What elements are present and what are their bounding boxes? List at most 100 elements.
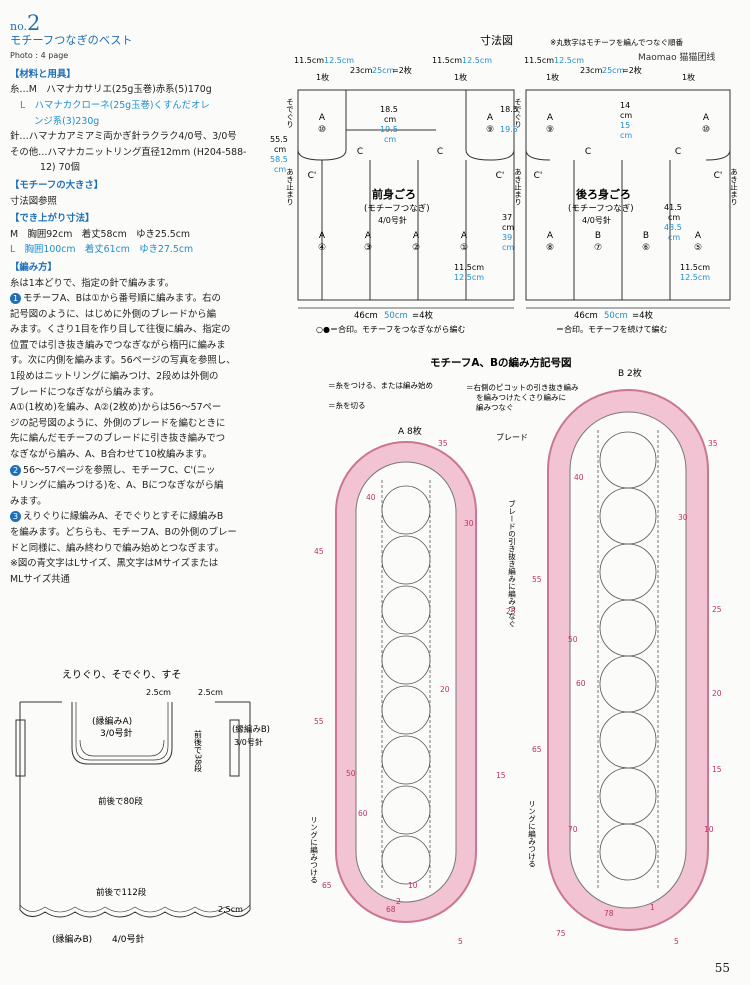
svg-text:(縁編みB): (縁編みB) [52, 933, 92, 945]
svg-text:14: 14 [620, 101, 630, 110]
svg-text:4/0号針: 4/0号針 [112, 933, 145, 945]
svg-text:C: C [585, 147, 591, 157]
svg-text:60: 60 [576, 679, 586, 688]
svg-text:50cm: 50cm [384, 311, 408, 321]
svg-text:70: 70 [568, 825, 578, 834]
svg-text:1枚: 1枚 [454, 72, 467, 82]
size-chart-title: 寸法図 [480, 33, 513, 47]
svg-text:A: A [365, 231, 372, 241]
instructions-column: no.2 モチーフつなぎのベスト Photo : 4 page 【材料と用具】 … [10, 13, 272, 587]
svg-text:(縁編みA): (縁編みA) [92, 715, 132, 727]
svg-text:⑨: ⑨ [486, 125, 494, 135]
svg-text:B: B [595, 231, 601, 241]
svg-text:50cm: 50cm [604, 311, 628, 321]
svg-text:cm: cm [620, 111, 632, 120]
svg-text:A: A [547, 231, 554, 241]
svg-text:＝合印。モチーフを続けて編む: ＝合印。モチーフを続けて編む [556, 324, 668, 334]
other-1: その他…ハマナカニットリング直径12mm (H204-588- [10, 146, 247, 158]
svg-text:あき止まり: あき止まり [285, 168, 294, 206]
svg-text:②: ② [412, 243, 420, 253]
svg-text:リングに編みつける: リングに編みつける [527, 800, 536, 868]
svg-text:前後で112段: 前後で112段 [96, 887, 147, 898]
svg-text:C: C [675, 147, 681, 157]
svg-text:46cm: 46cm [574, 311, 598, 321]
svg-text:15: 15 [712, 765, 722, 774]
svg-text:あき止まり: あき止まり [729, 168, 738, 206]
svg-text:60: 60 [358, 809, 368, 818]
svg-text:11.5cm: 11.5cm [680, 263, 710, 272]
svg-text:40: 40 [366, 493, 376, 502]
svg-text:68: 68 [386, 905, 396, 914]
svg-text:cm: cm [384, 115, 396, 124]
svg-text:12.5cm: 12.5cm [462, 56, 492, 65]
svg-text:3/0号針: 3/0号針 [234, 737, 263, 747]
symbol-chart: モチーフA、Bの編み方記号図 B 2枚 ＝糸をつける、または編み始め ＝糸を切る… [309, 356, 722, 946]
svg-text:A: A [461, 231, 468, 241]
svg-text:cm: cm [274, 165, 286, 174]
svg-text:=2枚: =2枚 [392, 65, 412, 75]
svg-text:C': C' [308, 171, 317, 181]
svg-text:⑩: ⑩ [702, 125, 710, 135]
needle: 針…ハマナカアミアミ両かぎ針ラクラク4/0号、3/0号 [10, 131, 237, 143]
edging-title: えりぐり、そでぐり、すそ [62, 669, 181, 681]
svg-text:43.5: 43.5 [664, 223, 682, 232]
svg-text:55.5: 55.5 [270, 135, 288, 144]
yarn-l-1: L ハマナカクローネ(25g玉巻)くすんだオレ [20, 99, 210, 111]
back-label: 後ろ身ごろ [576, 187, 631, 201]
svg-text:25cm: 25cm [602, 66, 625, 75]
svg-text:A: A [703, 113, 710, 123]
svg-text:C: C [437, 147, 443, 157]
svg-text:cm: cm [668, 233, 680, 242]
svg-text:18.5: 18.5 [500, 105, 518, 114]
svg-text:あき止まり: あき止まり [513, 168, 522, 206]
svg-text:cm: cm [384, 135, 396, 144]
motif-b [547, 389, 709, 931]
svg-text:5: 5 [674, 937, 679, 946]
size-chart: 寸法図 ※丸数字はモチーフを編んでつなぐ順番 Maomao 猫猫团线 11.5c… [270, 33, 739, 334]
motif-a [335, 441, 477, 923]
svg-text:A: A [413, 231, 420, 241]
svg-text:58.5: 58.5 [270, 155, 288, 164]
svg-text:78: 78 [604, 909, 614, 918]
svg-text:4/0号針: 4/0号針 [378, 215, 407, 225]
back-body [525, 89, 731, 301]
note-1: ※図の青文字はLサイズ、黒文字はMサイズまたは [10, 558, 219, 570]
svg-text:そでぐり: そでぐり [286, 98, 295, 129]
svg-text:19.5: 19.5 [500, 125, 518, 134]
svg-text:25: 25 [712, 605, 722, 614]
svg-text:C': C' [714, 171, 723, 181]
svg-text:5: 5 [458, 937, 463, 946]
svg-text:そでぐり: そでぐり [514, 98, 523, 129]
svg-text:30: 30 [678, 513, 688, 522]
svg-text:A 8枚: A 8枚 [398, 425, 422, 437]
svg-text:2: 2 [396, 897, 401, 906]
yarn-l-2: ンジ系(3)230g [34, 115, 100, 127]
svg-text:35: 35 [438, 439, 448, 448]
svg-text:前後で38段: 前後で38段 [194, 729, 203, 773]
svg-text:B 2枚: B 2枚 [618, 367, 642, 379]
svg-text:1: 1 [650, 903, 655, 912]
svg-text:11.5cm: 11.5cm [294, 56, 324, 65]
svg-text:39: 39 [502, 233, 512, 242]
svg-text:20: 20 [440, 685, 450, 694]
svg-text:(モチーフつなぎ): (モチーフつなぎ) [568, 203, 634, 214]
svg-text:⑨: ⑨ [546, 125, 554, 135]
svg-text:12.5cm: 12.5cm [680, 273, 710, 282]
svg-text:C': C' [534, 171, 543, 181]
step-1-marker: 1 [10, 293, 21, 305]
svg-text:15: 15 [620, 121, 630, 130]
svg-text:45: 45 [314, 547, 324, 556]
size-l: L 胸囲100cm 着丈61cm ゆき27.5cm [10, 244, 194, 256]
svg-text:①: ① [460, 243, 468, 253]
svg-text:55: 55 [314, 717, 324, 726]
svg-text:25cm: 25cm [372, 66, 395, 75]
svg-text:50: 50 [346, 769, 356, 778]
svg-text:15: 15 [496, 771, 506, 780]
svg-text:cm: cm [620, 131, 632, 140]
size-heading: 【でき上がり寸法】 [10, 213, 95, 225]
svg-text:⑧: ⑧ [546, 243, 554, 253]
note-2: MLサイズ共通 [10, 573, 70, 585]
svg-text:11.5cm: 11.5cm [432, 56, 462, 65]
